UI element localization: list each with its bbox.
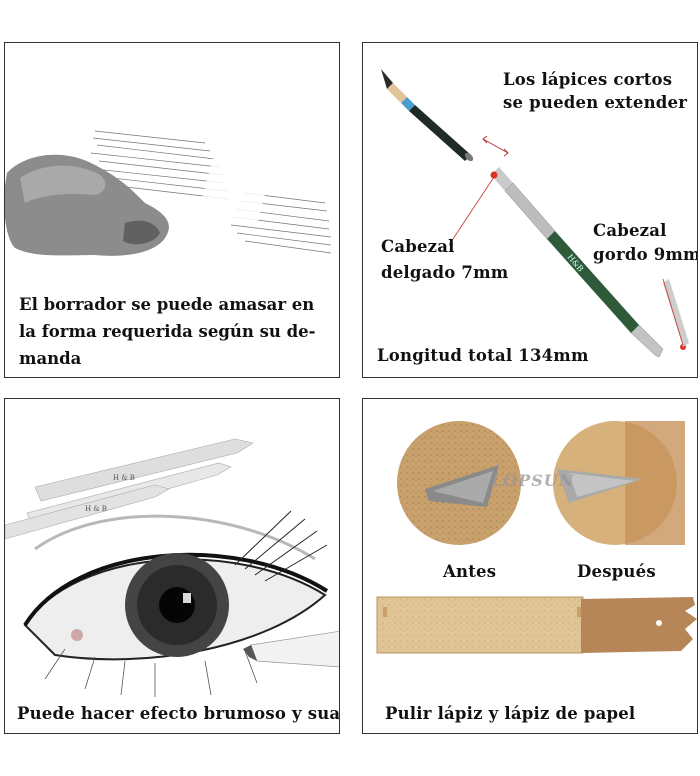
- before-closeup: [397, 421, 521, 545]
- sandpaper-block: [376, 596, 697, 654]
- panel-extender: H&B Los lápices cortos se pueden extende…: [362, 42, 698, 378]
- eraser-caption-line-3: manda: [19, 349, 82, 368]
- stump-label-2: H & B: [85, 505, 107, 513]
- panel-sandpaper: LOPSUN Antes Después Pulir lápiz y lápiz…: [362, 398, 698, 734]
- total-length-label: Longitud total 134mm: [377, 346, 589, 365]
- after-closeup: [553, 421, 685, 545]
- eraser-caption-line-2: la forma requerida según su de-: [19, 322, 316, 341]
- extender-tool: H&B: [490, 167, 689, 358]
- kneaded-eraser: [5, 154, 169, 256]
- extender-illustration: H&B: [381, 69, 689, 358]
- brand-watermark: LOPSUN: [491, 471, 575, 490]
- panel-eraser: El borrador se puede amasar en la forma …: [4, 42, 340, 378]
- eraser-smudge: [198, 154, 272, 228]
- stump-in-hand: [243, 630, 339, 668]
- thick-head-label-line-2: gordo 9mm: [593, 245, 698, 264]
- pointer-lines: [448, 176, 684, 346]
- panel-blending: H & B H & B Puede hacer efecto brumoso y…: [4, 398, 340, 734]
- thick-head-label-line-1: Cabezal: [593, 221, 667, 240]
- blending-stumps: H & B H & B: [5, 438, 254, 540]
- eraser-illustration: [5, 130, 332, 256]
- blending-illustration: H & B H & B: [5, 438, 339, 697]
- after-label: Después: [577, 562, 656, 581]
- stump-label-1: H & B: [113, 474, 135, 482]
- extender-title-line-2: se pueden extender: [503, 93, 688, 112]
- before-label: Antes: [443, 562, 497, 581]
- blending-caption: Puede hacer efecto brumoso y suave: [17, 704, 340, 723]
- extender-title-line-1: Los lápices cortos: [503, 70, 673, 89]
- eraser-caption: El borrador se puede amasar en la forma …: [19, 291, 316, 372]
- eraser-caption-line-1: El borrador se puede amasar en: [19, 295, 315, 314]
- sandpaper-illustration: [376, 421, 697, 654]
- extend-arrow: [482, 135, 509, 157]
- thin-head-label-line-2: delgado 7mm: [381, 263, 509, 282]
- eye-drawing: [23, 510, 329, 697]
- short-pencil: [381, 69, 474, 162]
- sandpaper-caption: Pulir lápiz y lápiz de papel: [385, 704, 636, 723]
- thin-head-label-line-1: Cabezal: [381, 237, 455, 256]
